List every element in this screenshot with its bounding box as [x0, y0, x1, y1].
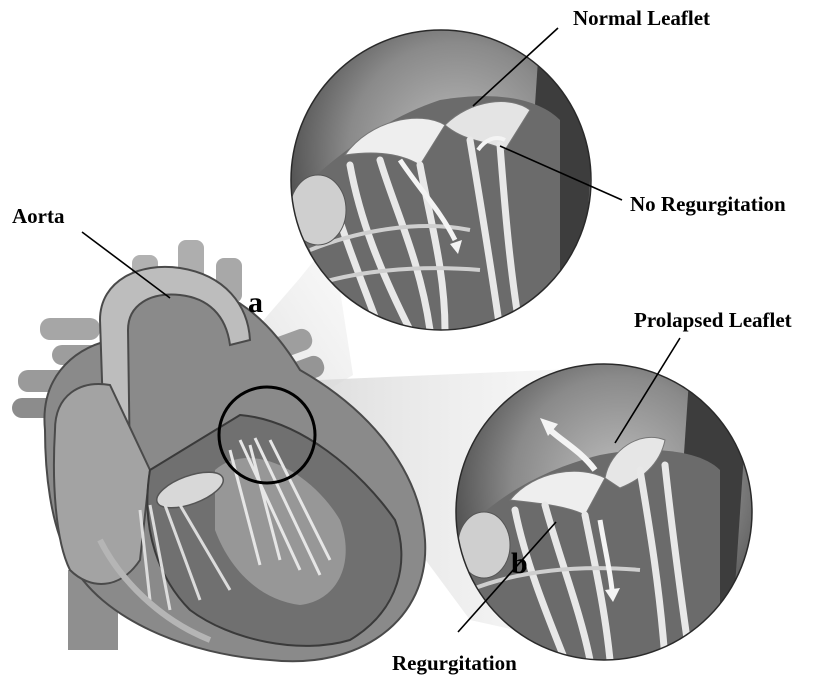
label-no-regurgitation: No Regurgitation	[630, 192, 786, 217]
label-regurgitation: Regurgitation	[392, 651, 517, 676]
label-b: b	[511, 547, 528, 581]
magnified-view-b	[456, 364, 752, 660]
magnified-view-a	[290, 30, 600, 330]
label-prolapsed-leaflet: Prolapsed Leaflet	[634, 308, 792, 333]
label-a: a	[248, 286, 263, 320]
label-aorta: Aorta	[12, 204, 64, 229]
label-normal-leaflet: Normal Leaflet	[573, 6, 710, 31]
